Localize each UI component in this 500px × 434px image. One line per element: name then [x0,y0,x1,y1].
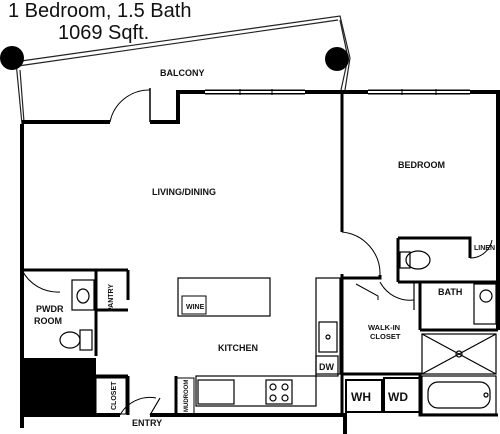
label-living-dining: LIVING/DINING [152,187,216,197]
label-bedroom: BEDROOM [398,160,445,170]
label-wd: WD [388,390,408,404]
wine-fridge [181,295,207,315]
unit-sqft-title: 1069 Sqft. [58,22,150,44]
label-balcony: BALCONY [160,68,205,78]
label-bath: BATH [438,287,462,297]
unit-type-title: 1 Bedroom, 1.5 Bath [8,0,192,22]
label-linen: LINEN [474,245,495,252]
bedroom-door-swing [341,231,381,276]
pwdr-mechanical-block [22,358,96,415]
entry-closet-box [95,377,127,415]
label-closet: CLOSET [111,381,118,410]
entry-door-leaf [149,397,161,416]
label-entry: ENTRY [132,418,162,428]
window-frames [205,89,470,95]
balcony-door-swing [109,89,151,123]
column-marker-left [0,46,24,70]
water-heater-box [345,379,383,413]
label-walkin-2: CLOSET [370,332,401,341]
bath-fixtures [399,250,497,415]
column-marker-right [325,47,349,71]
label-pwdr-1: PWDR [36,304,64,314]
mudroom-box [175,377,195,415]
pwdr-door-swing [21,269,61,293]
closet-shelf [355,283,379,300]
label-pantry: PANTRY [108,284,115,312]
kitchen-counter [195,277,341,407]
pwdr-fixtures [59,279,95,351]
washer-dryer-box [383,377,421,413]
label-pwdr-2: ROOM [34,316,62,326]
label-wine: WINE [186,304,205,311]
balcony-outline [13,15,351,125]
label-walkin-1: WALK-IN [368,323,400,332]
interior-walls [22,92,498,417]
label-dw: DW [319,362,334,372]
label-mudroom: MUDROOM [184,380,190,412]
bath-door-swing [469,239,493,259]
closet-door-swing [379,281,415,301]
label-wh: WH [351,390,371,404]
entry-door-swing [119,396,157,416]
label-kitchen: KITCHEN [218,343,258,353]
exterior-walls [20,90,500,434]
kitchen-island [177,277,271,317]
